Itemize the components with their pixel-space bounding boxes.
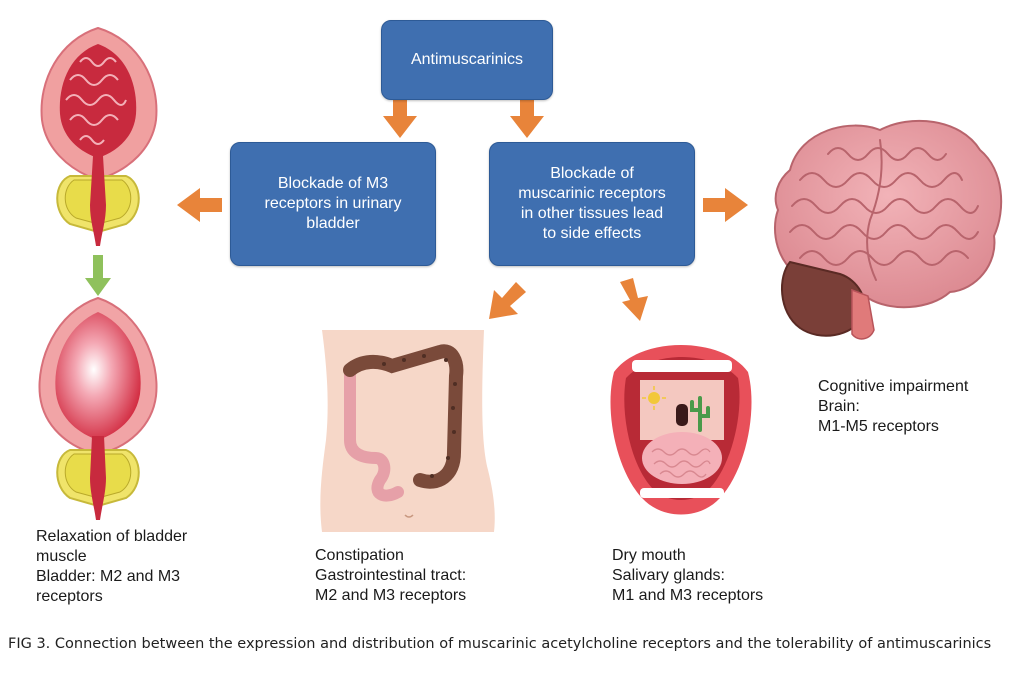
bladder-blockade-box: Blockade of M3 receptors in urinary blad… — [230, 142, 436, 266]
arrow-to-bladder — [177, 188, 222, 222]
arrow-to-mouth — [620, 278, 648, 321]
figure-caption: FIG 3. Connection between the expression… — [8, 633, 998, 655]
arrow-to-intestine — [489, 282, 526, 319]
gi-caption: Constipation Gastrointestinal tract: M2 … — [315, 547, 467, 604]
figure-caption-text: Connection between the expression and di… — [54, 636, 992, 652]
arrow-to-brain — [703, 188, 748, 222]
arrow-bladder-down — [85, 255, 111, 296]
mouth-caption: Dry mouth Salivary glands: M1 and M3 rec… — [612, 547, 764, 604]
arrow-top-to-right — [510, 100, 544, 138]
bladder-relaxed-icon — [38, 296, 158, 520]
bladder-blockade-label: Blockade of M3 receptors in urinary blad… — [264, 175, 402, 232]
brain-caption: Cognitive impairment Brain: M1-M5 recept… — [818, 378, 969, 435]
arrow-top-to-left — [383, 100, 417, 138]
antimuscarinics-label: Antimuscarinics — [410, 51, 524, 68]
intestine-icon — [320, 330, 495, 532]
antimuscarinics-box: Antimuscarinics — [381, 20, 553, 100]
side-effects-box: Blockade of muscarinic receptors in othe… — [489, 142, 695, 266]
bladder-caption: Relaxation of bladder muscle Bladder: M2… — [36, 528, 188, 605]
side-effects-label: Blockade of muscarinic receptors in othe… — [518, 165, 666, 242]
brain-icon — [774, 119, 1003, 340]
bladder-contracted-icon — [40, 26, 158, 246]
dry-mouth-icon — [610, 345, 752, 515]
figure-label: FIG 3. — [8, 636, 55, 652]
